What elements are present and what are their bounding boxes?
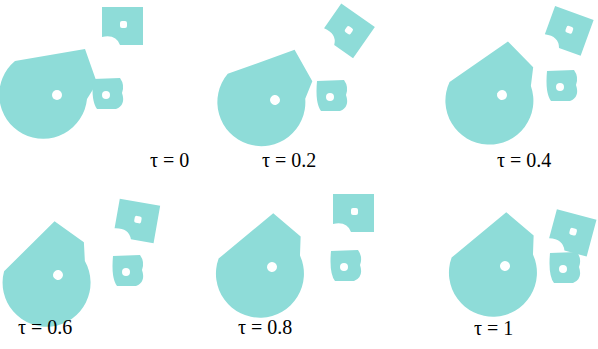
tau-label: τ = 0.2 (262, 148, 316, 172)
tau-label: τ = 0.4 (497, 148, 551, 172)
tau-label: τ = 0.6 (18, 315, 72, 339)
tau-label: τ = 1 (474, 316, 513, 340)
tau-label: τ = 0 (150, 148, 189, 172)
tau-label: τ = 0.8 (238, 315, 292, 339)
